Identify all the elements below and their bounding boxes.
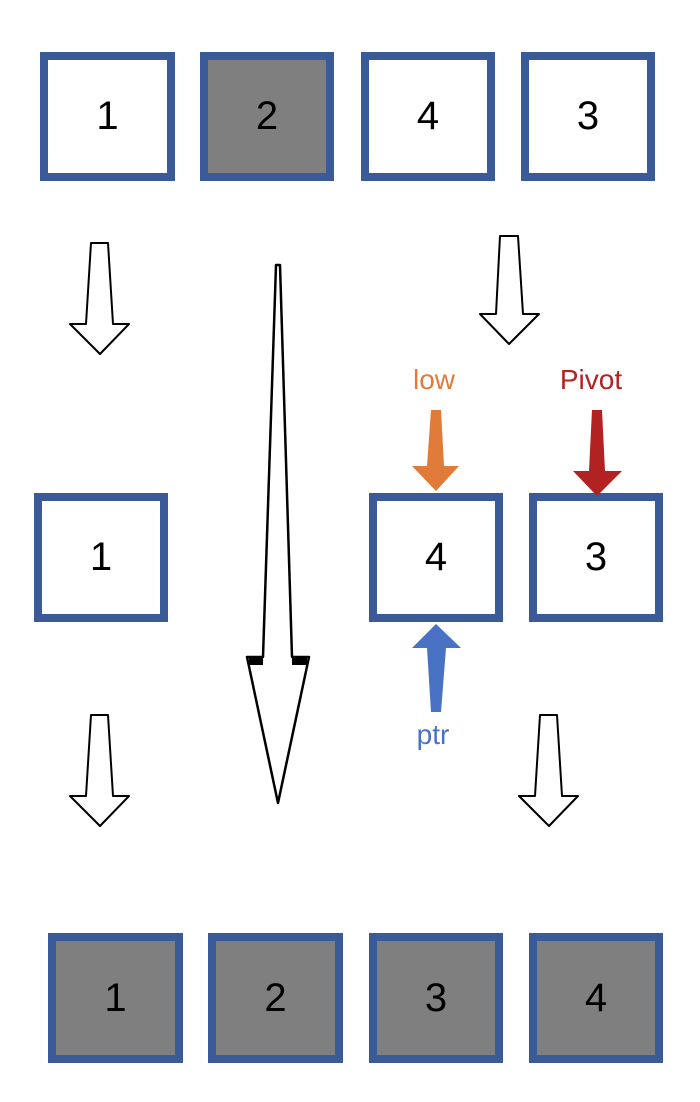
down-arrow-long-center-notch-left	[249, 656, 263, 665]
pivot-label: Pivot	[559, 364, 623, 395]
top-box-3: 4	[361, 52, 495, 181]
bottom-box-2: 2	[208, 933, 343, 1063]
bottom-box-4: 4	[529, 933, 663, 1063]
middle-box-1-value: 1	[89, 535, 113, 579]
pivot-pointer-arrow	[573, 410, 622, 496]
bottom-box-1: 1	[48, 933, 183, 1063]
down-arrow-long-center-notch-right	[292, 656, 307, 665]
low-pointer-arrow	[412, 410, 459, 491]
ptr-pointer-arrow	[412, 624, 461, 712]
top-box-4-value: 3	[576, 94, 600, 138]
top-box-1-value: 1	[96, 94, 119, 138]
down-arrow-outline-top-right	[479, 235, 540, 345]
low-label: low	[412, 364, 455, 395]
middle-box-1: 1	[34, 493, 168, 622]
middle-box-3: 3	[529, 493, 663, 622]
middle-box-2: 4	[369, 493, 503, 622]
top-box-2-value: 2	[255, 94, 279, 138]
bottom-box-3: 3	[369, 933, 503, 1063]
bottom-box-3-value: 3	[424, 975, 448, 1020]
top-box-4: 3	[521, 52, 655, 181]
down-arrow-outline-bottom-left	[69, 714, 130, 827]
bottom-box-2-value: 2	[264, 975, 287, 1020]
down-arrow-outline-bottom-right	[518, 714, 579, 827]
top-box-1: 1	[40, 52, 175, 181]
middle-box-2-value: 4	[424, 535, 448, 579]
down-arrow-long-center	[245, 263, 311, 805]
top-box-2: 2	[200, 52, 334, 181]
ptr-label: ptr	[416, 719, 450, 750]
down-arrow-outline-top-left	[69, 242, 130, 355]
bottom-box-4-value: 4	[584, 975, 608, 1020]
top-box-3-value: 4	[416, 94, 440, 138]
bottom-box-1-value: 1	[104, 975, 127, 1020]
middle-box-3-value: 3	[584, 535, 608, 579]
